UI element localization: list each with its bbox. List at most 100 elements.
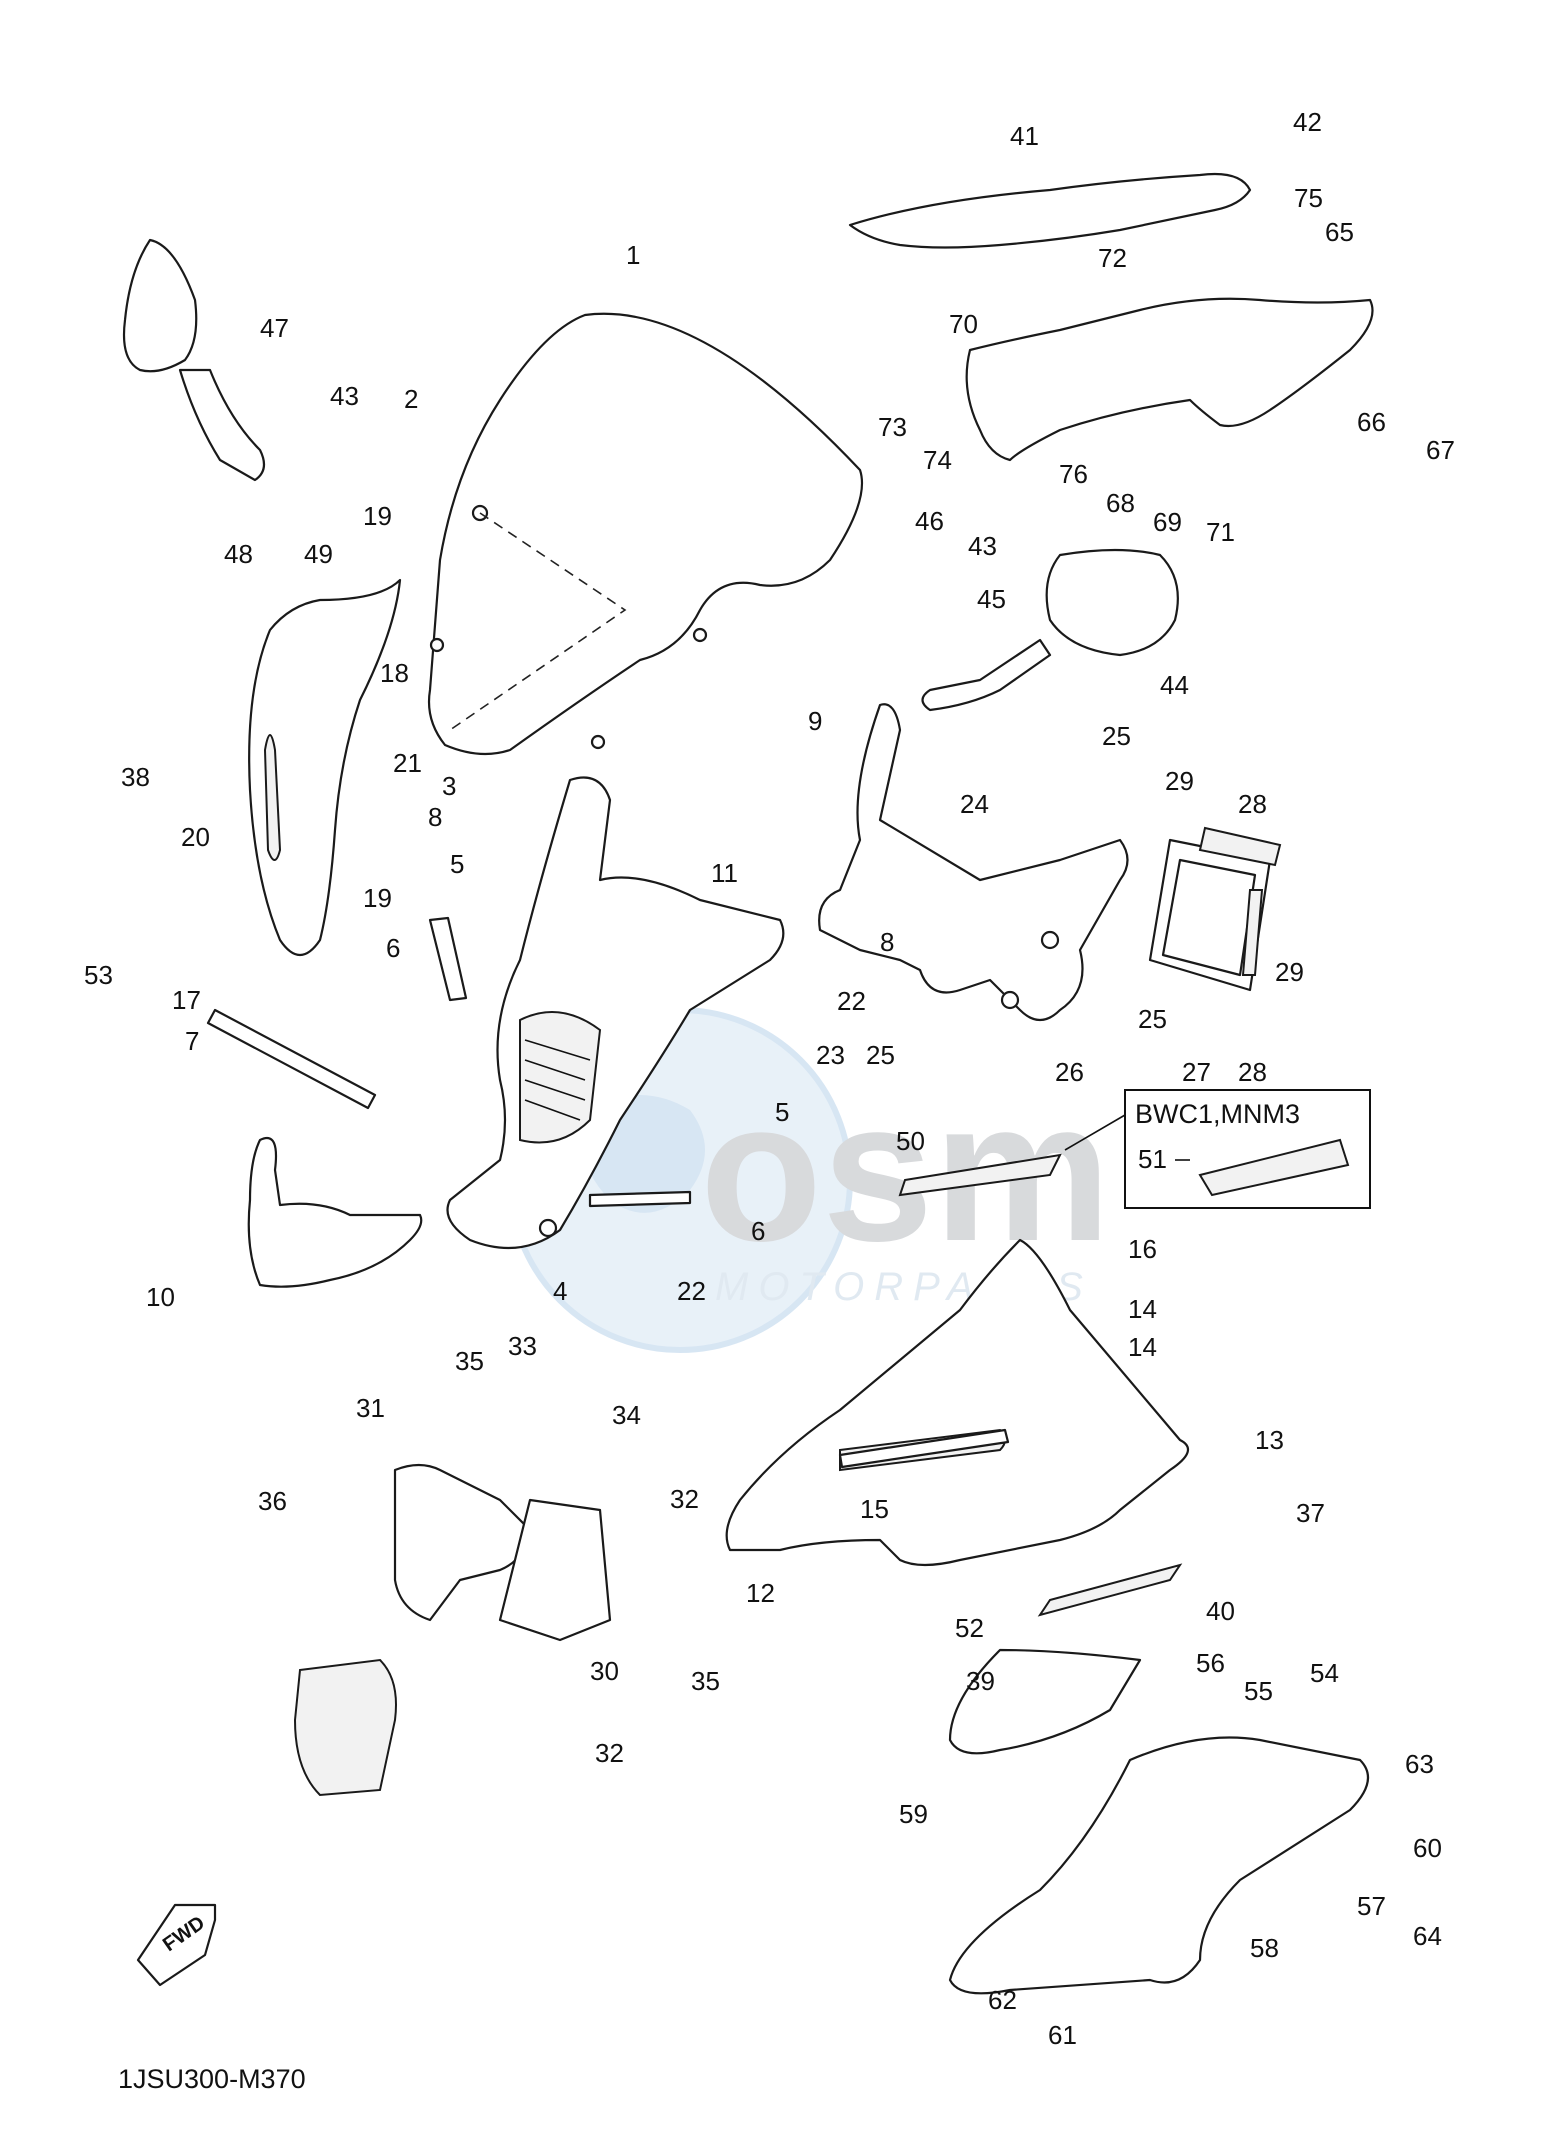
callout-11: 11 [711, 858, 738, 888]
mirror-right [921, 548, 1179, 712]
callout-19b: 19 [363, 883, 392, 913]
callout-3: 3 [442, 771, 456, 801]
variant-label: BWC1,MNM3 [1135, 1099, 1300, 1129]
callout-29a: 29 [1165, 766, 1194, 796]
callout-38: 38 [121, 762, 150, 792]
callout-16: 16 [1128, 1234, 1157, 1264]
callout-43a: 43 [330, 381, 359, 411]
callout-13: 13 [1255, 1425, 1284, 1455]
callout-25b: 25 [1138, 1004, 1167, 1034]
callout-57: 57 [1357, 1891, 1386, 1921]
callout-58: 58 [1250, 1933, 1279, 1963]
callout-41: 41 [1010, 121, 1039, 151]
callout-70: 70 [949, 309, 978, 339]
callout-6b: 6 [751, 1216, 765, 1246]
cowling-stay [818, 703, 1129, 1022]
callout-14b: 14 [1128, 1332, 1157, 1362]
windscreen [427, 312, 864, 756]
callout-35a: 35 [455, 1346, 484, 1376]
mirror-left [122, 238, 266, 482]
callout-66: 66 [1357, 407, 1386, 437]
callout-68: 68 [1106, 488, 1135, 518]
callout-72: 72 [1098, 243, 1127, 273]
callout-4: 4 [553, 1276, 567, 1306]
callout-55: 55 [1244, 1676, 1273, 1706]
callout-5a: 5 [450, 849, 464, 879]
callout-2: 2 [404, 384, 418, 414]
callout-29b: 29 [1275, 957, 1304, 987]
side-panel-left [248, 578, 402, 957]
callout-17: 17 [172, 985, 201, 1015]
emblems [898, 1153, 1183, 1617]
callout-7: 7 [185, 1026, 199, 1056]
callout-67: 67 [1426, 435, 1455, 465]
callout-54: 54 [1310, 1658, 1339, 1688]
callout-8a: 8 [428, 802, 442, 832]
callout-32a: 32 [670, 1484, 699, 1514]
callout-52: 52 [955, 1613, 984, 1643]
callout-22b: 22 [677, 1276, 706, 1306]
diagram-code: 1JSU300-M370 [118, 2064, 306, 2094]
upper-cowling [446, 776, 785, 1250]
callout-6a: 6 [386, 933, 400, 963]
callout-63: 63 [1405, 1749, 1434, 1779]
callout-23: 23 [816, 1040, 845, 1070]
callout-21: 21 [393, 748, 422, 778]
callout-62: 62 [988, 1985, 1017, 2015]
air-duct [247, 1137, 423, 1288]
callout-34: 34 [612, 1400, 641, 1430]
callout-15: 15 [860, 1494, 889, 1524]
callout-35b: 35 [691, 1666, 720, 1696]
callout-19a: 19 [363, 501, 392, 531]
callout-26: 26 [1055, 1057, 1084, 1087]
callout-71: 71 [1206, 517, 1235, 547]
callout-labels: 1 2 3 4 5 5 6 6 7 8 8 9 10 11 12 13 14 1… [84, 107, 1455, 2050]
callout-9: 9 [808, 706, 822, 736]
callout-69: 69 [1153, 507, 1182, 537]
callout-48: 48 [224, 539, 253, 569]
callout-25c: 25 [866, 1040, 895, 1070]
callout-43b: 43 [968, 531, 997, 561]
callout-37: 37 [1296, 1498, 1325, 1528]
callout-28b: 28 [1238, 1057, 1267, 1087]
callout-42: 42 [1293, 107, 1322, 137]
callout-27: 27 [1182, 1057, 1211, 1087]
callout-28a: 28 [1238, 789, 1267, 819]
callout-30: 30 [590, 1656, 619, 1686]
callout-14a: 14 [1128, 1294, 1157, 1324]
callout-46: 46 [915, 506, 944, 536]
callout-1: 1 [626, 240, 640, 270]
callout-53: 53 [84, 960, 113, 990]
variant-box: BWC1,MNM3 51 [1064, 1089, 1371, 1209]
callout-10: 10 [146, 1282, 175, 1312]
callout-22a: 22 [837, 986, 866, 1016]
callout-18: 18 [380, 658, 409, 688]
callout-24: 24 [960, 789, 989, 819]
callout-44: 44 [1160, 670, 1189, 700]
emblem-51-icon [1198, 1138, 1350, 1197]
callout-75: 75 [1294, 183, 1323, 213]
callout-76: 76 [1059, 459, 1088, 489]
callout-20: 20 [181, 822, 210, 852]
callout-45: 45 [977, 584, 1006, 614]
callout-50: 50 [896, 1126, 925, 1156]
callout-74: 74 [923, 445, 952, 475]
callout-65: 65 [1325, 217, 1354, 247]
callout-36: 36 [258, 1486, 287, 1516]
duct-assy [293, 1463, 612, 1797]
callout-33: 33 [508, 1331, 537, 1361]
callout-59: 59 [899, 1799, 928, 1829]
under-cowling [948, 1648, 1370, 1995]
callout-60: 60 [1413, 1833, 1442, 1863]
callout-47: 47 [260, 313, 289, 343]
callout-64: 64 [1413, 1921, 1442, 1951]
fwd-arrow: FWD [136, 1903, 217, 1987]
callout-39: 39 [966, 1666, 995, 1696]
callout-40: 40 [1206, 1596, 1235, 1626]
duct-frame [1148, 826, 1282, 992]
callout-12: 12 [746, 1578, 775, 1608]
callout-73: 73 [878, 412, 907, 442]
callout-25a: 25 [1102, 721, 1131, 751]
callout-61: 61 [1048, 2020, 1077, 2050]
